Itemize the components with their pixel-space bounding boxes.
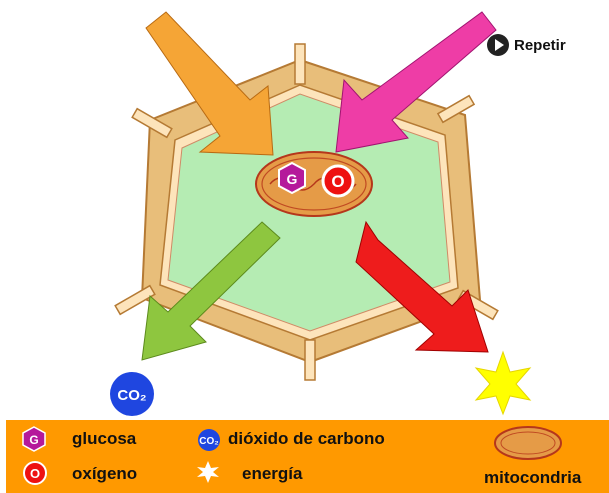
svg-text:G: G bbox=[29, 433, 38, 447]
co2-icon: CO₂ bbox=[110, 372, 154, 416]
glucose-icon: G bbox=[279, 163, 305, 193]
cell-diagram: G O CO₂ bbox=[0, 0, 609, 420]
repeat-label: Repetir bbox=[514, 37, 566, 54]
energy-star-icon bbox=[476, 352, 530, 414]
svg-text:CO₂: CO₂ bbox=[199, 436, 218, 447]
legend-glucose-icon: G bbox=[22, 426, 46, 452]
legend-glucose-label: glucosa bbox=[72, 429, 136, 449]
legend-co2-label: dióxido de carbono bbox=[228, 429, 385, 449]
legend-energy-label: energía bbox=[242, 464, 302, 484]
play-icon bbox=[487, 34, 509, 56]
legend-co2-icon: CO₂ bbox=[194, 428, 224, 452]
legend-oxygen-icon: O bbox=[22, 460, 48, 486]
svg-text:O: O bbox=[30, 466, 40, 481]
co2-symbol: CO₂ bbox=[117, 387, 146, 404]
legend-energy-icon bbox=[196, 460, 220, 484]
oxygen-symbol: O bbox=[331, 172, 344, 191]
legend-oxygen-label: oxígeno bbox=[72, 464, 137, 484]
glucose-symbol: G bbox=[287, 171, 298, 187]
legend-mitochondria-label: mitocondria bbox=[484, 468, 581, 488]
legend: G glucosa O oxígeno CO₂ dióxido de carbo… bbox=[6, 420, 609, 493]
mitochondria bbox=[256, 152, 372, 216]
oxygen-icon: O bbox=[323, 166, 353, 196]
repeat-button[interactable]: Repetir bbox=[487, 34, 566, 56]
legend-mitochondria-icon bbox=[492, 424, 564, 462]
